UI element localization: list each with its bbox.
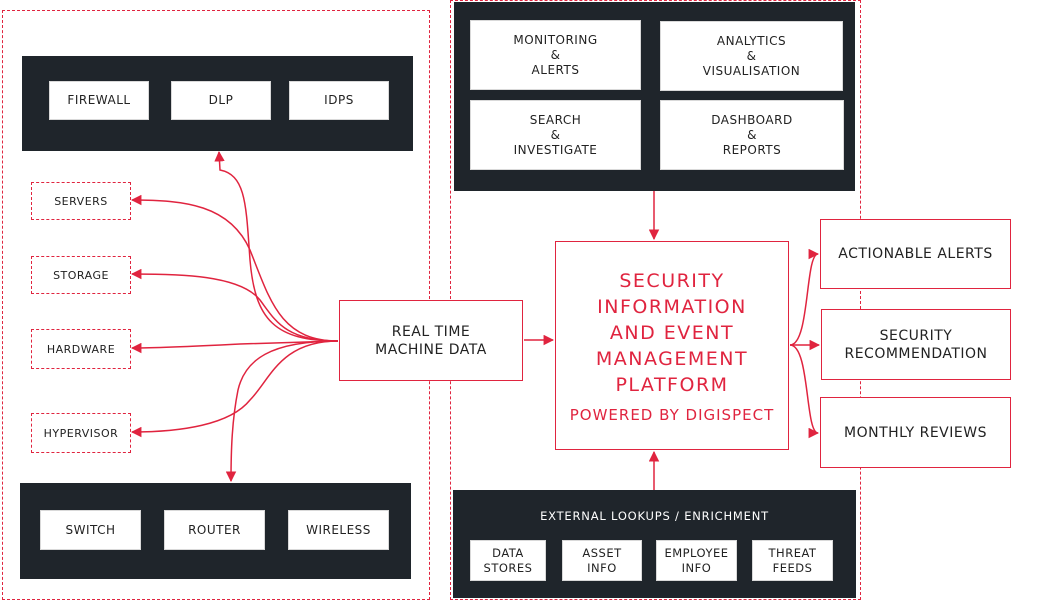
siem-title: SECURITY INFORMATION AND EVENT MANAGEMEN… [595,269,749,396]
siem-platform-node: SECURITY INFORMATION AND EVENT MANAGEMEN… [555,241,789,450]
connector-to-alerts [789,248,820,346]
employee-info-node: EMPLOYEE INFO [656,540,737,581]
machine-data-node: REAL TIME MACHINE DATA [339,300,523,381]
connector-to-reviews [789,344,820,439]
monthly-reviews-node: MONTHLY REVIEWS [820,397,1011,468]
router-node: ROUTER [164,510,265,550]
actionable-alerts-node: ACTIONABLE ALERTS [820,219,1011,289]
storage-node: STORAGE [31,256,131,294]
connector-to-dlp [214,150,339,342]
connector-to-storage [130,268,339,342]
firewall-node: FIREWALL [49,81,149,120]
servers-node: SERVERS [31,182,131,220]
connector-to-servers [130,194,339,342]
monitoring-alerts-node: MONITORING & ALERTS [470,20,641,90]
search-investigate-node: SEARCH & INVESTIGATE [470,100,641,170]
connector-to-hardware [130,340,339,354]
connector-to-network [225,340,339,483]
siem-subtitle: POWERED BY DIGISPECT [569,405,775,424]
data-stores-node: DATA STORES [470,540,546,581]
wireless-node: WIRELESS [288,510,389,550]
switch-node: SWITCH [40,510,141,550]
enrichment-title: EXTERNAL LOOKUPS / ENRICHMENT [540,509,769,523]
security-recommendation-node: SECURITY RECOMMENDATION [821,309,1011,380]
asset-info-node: ASSET INFO [562,540,642,581]
hardware-node: HARDWARE [31,329,131,369]
hypervisor-node: HYPERVISOR [31,413,131,453]
dashboard-reports-node: DASHBOARD & REPORTS [660,100,844,170]
threat-feeds-node: THREAT FEEDS [752,540,833,581]
dlp-node: DLP [171,81,271,120]
idps-node: IDPS [289,81,389,120]
analytics-visualisation-node: ANALYTICS & VISUALISATION [660,21,843,91]
connector-to-hypervisor [130,340,339,438]
